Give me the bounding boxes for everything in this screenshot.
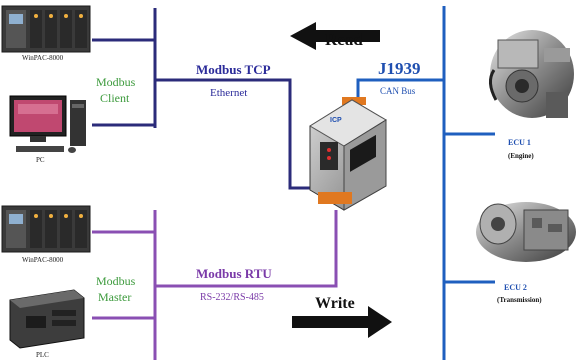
plc-icon: [9, 289, 85, 349]
modbus-client-label-line2: Client: [100, 91, 130, 105]
can-link-gateway: [356, 78, 444, 100]
modbus-master-label-line1: Modbus: [96, 274, 136, 288]
modbus-master-label-line2: Master: [98, 290, 131, 304]
write-arrow: [292, 306, 392, 338]
winpac-bottom-icon: [1, 205, 91, 253]
j1939-label: J1939: [378, 59, 421, 78]
pc-label: PC: [36, 156, 45, 164]
rs232-label: RS-232/RS-485: [200, 292, 264, 303]
read-arrow: [290, 22, 380, 50]
ecu1-engine-icon: [489, 30, 574, 118]
read-label: Read: [325, 30, 363, 49]
winpac-top-label: WinPAC-8000: [22, 54, 64, 62]
tcp-link-gateway: [155, 78, 318, 190]
modbus-rtu-label: Modbus RTU: [196, 266, 272, 281]
modbus-tcp-label: Modbus TCP: [196, 62, 271, 77]
can-bus-label: CAN Bus: [380, 86, 416, 96]
write-label: Write: [315, 295, 355, 312]
ecu1-title: ECU 1: [508, 138, 531, 147]
modbus-rtu-network: [92, 210, 338, 360]
can-bus-network: [356, 6, 495, 360]
ecu2-title: ECU 2: [504, 283, 527, 292]
ecu2-transmission-icon: [476, 202, 576, 262]
gateway-device-icon: ICP: [309, 97, 387, 211]
winpac-top-icon: [1, 5, 91, 53]
modbus-client-label-line1: Modbus: [96, 75, 136, 89]
ecu1-subtitle: (Engine): [508, 152, 534, 160]
plc-label: PLC: [36, 351, 49, 359]
ecu2-subtitle: (Transmission): [497, 296, 542, 304]
winpac-bottom-label: WinPAC-8000: [22, 256, 64, 264]
ethernet-label: Ethernet: [210, 87, 247, 99]
svg-text:ICP: ICP: [330, 117, 342, 124]
rtu-link-gateway: [155, 210, 338, 288]
pc-icon: [9, 95, 86, 153]
modbus-tcp-network: [92, 8, 318, 190]
